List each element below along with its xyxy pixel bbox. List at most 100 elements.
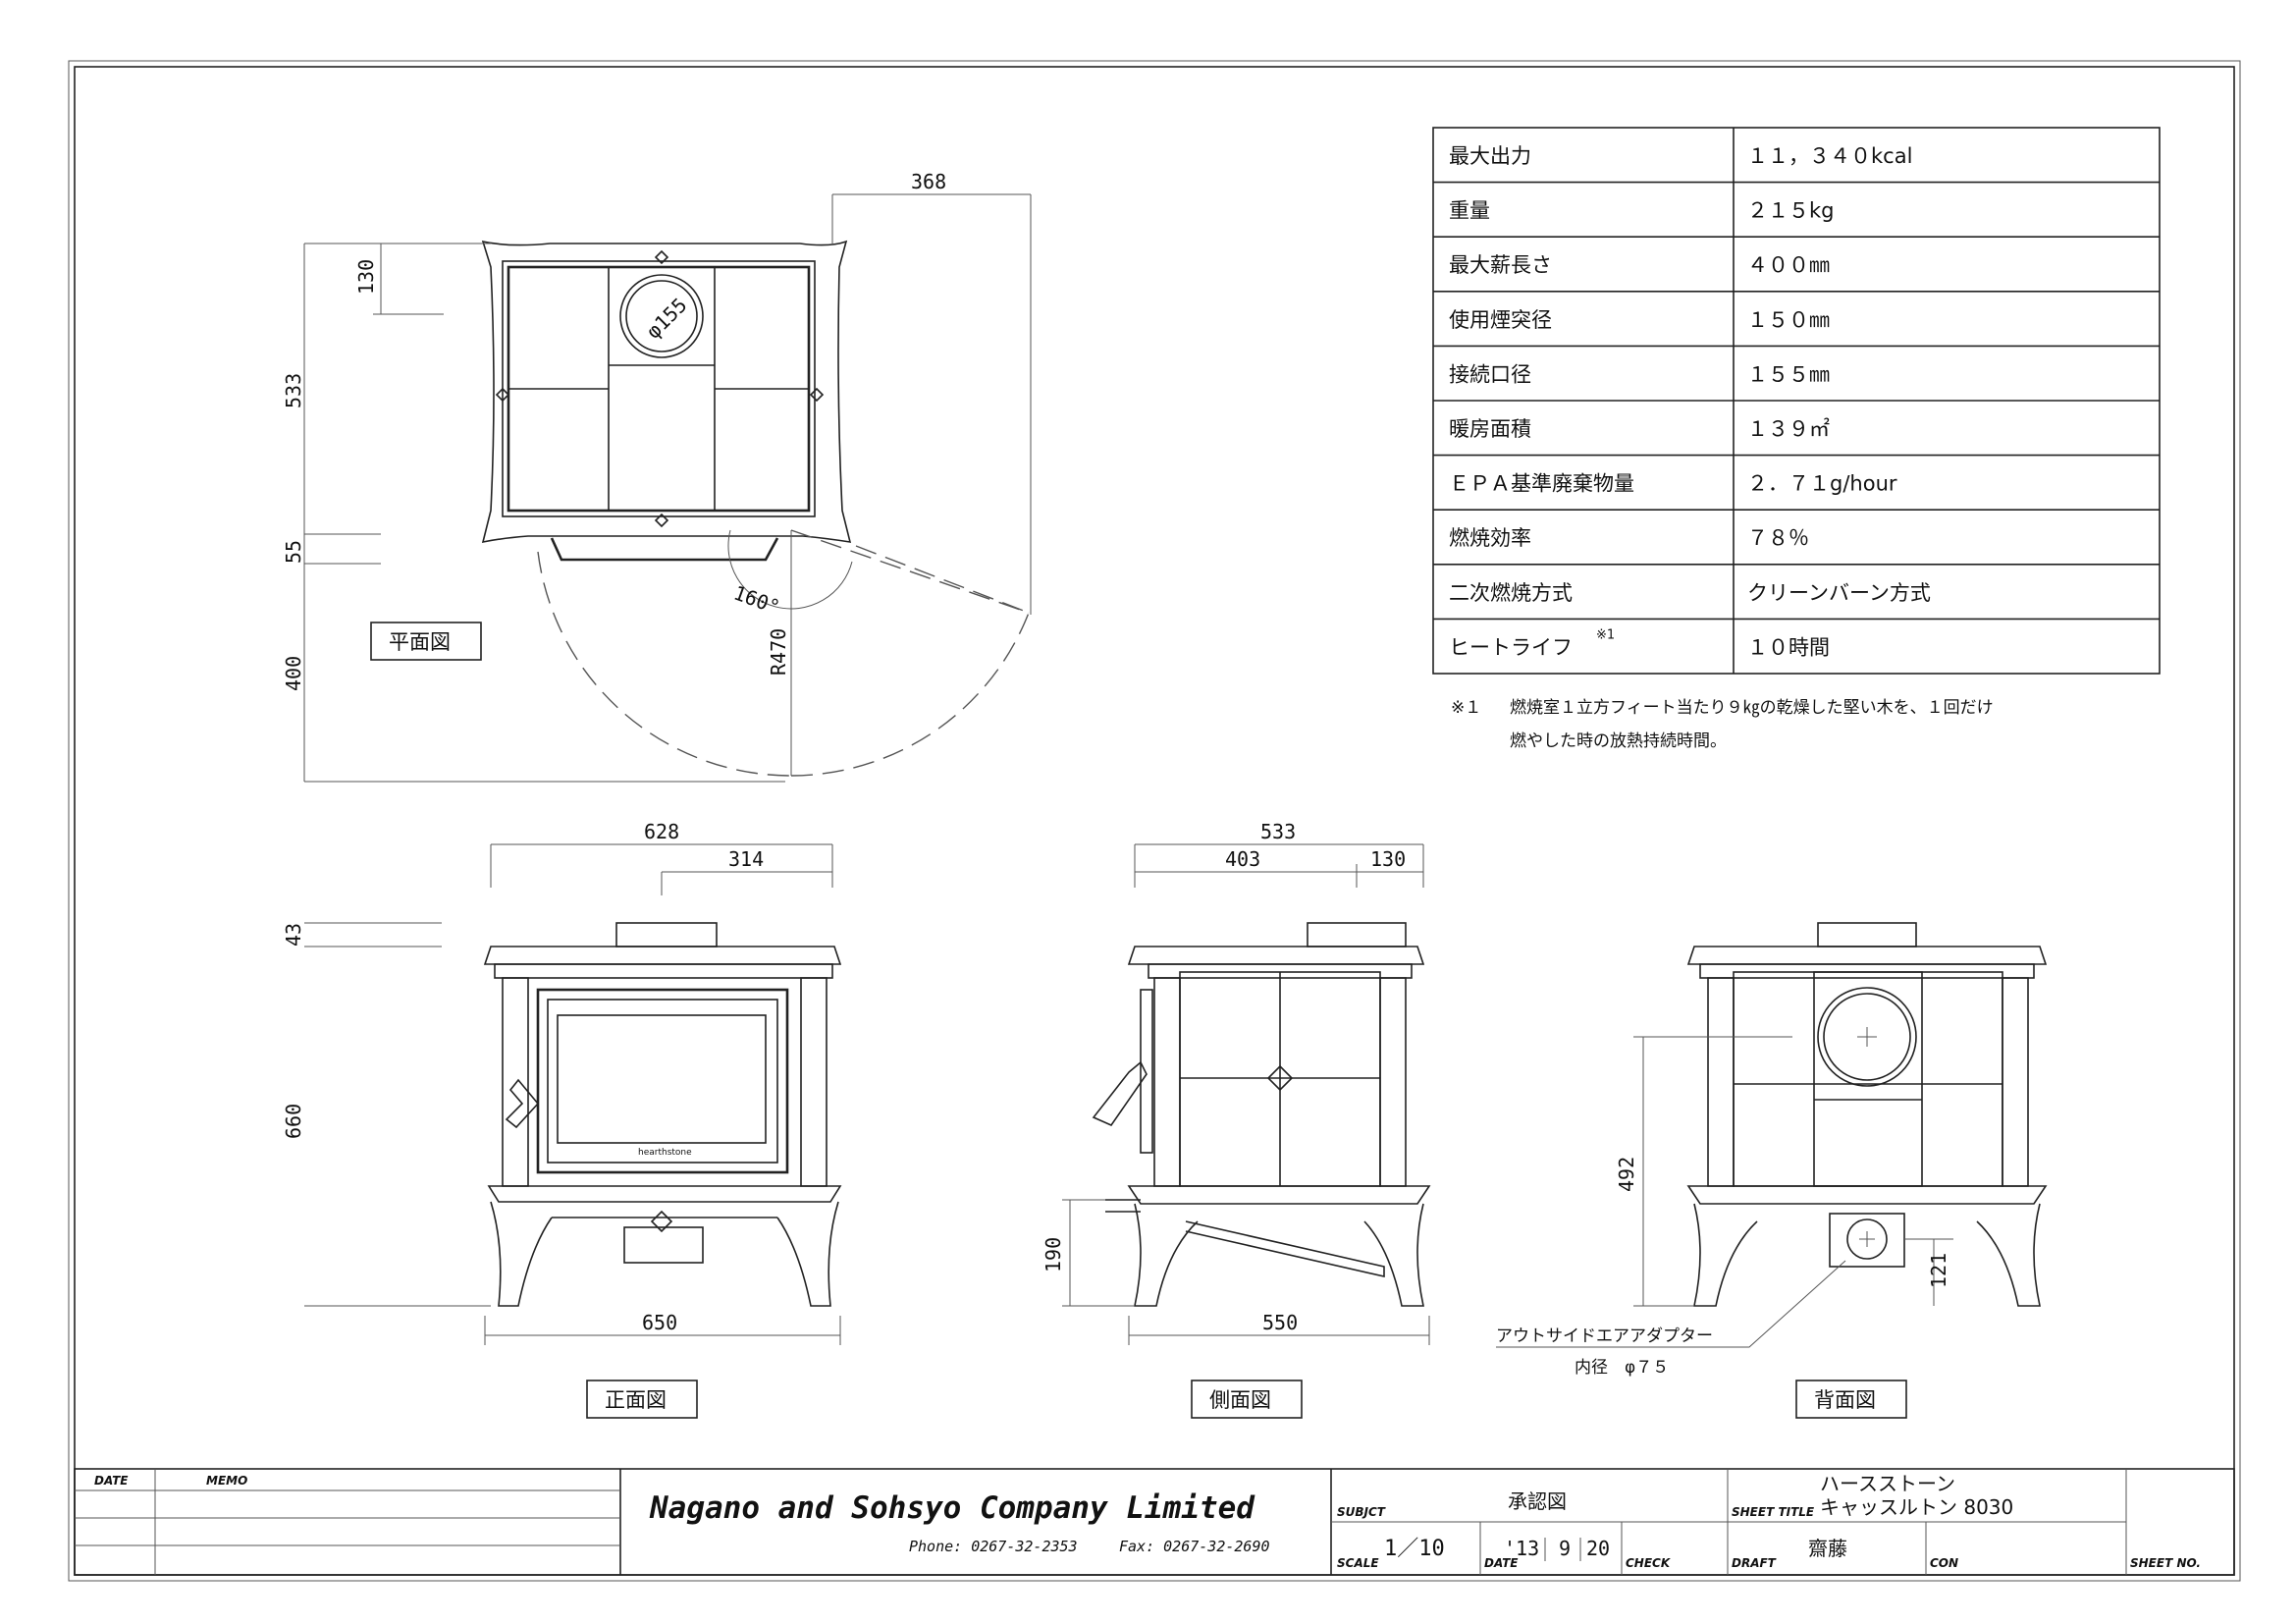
side-column-right bbox=[1379, 977, 1407, 1187]
front-column-left bbox=[502, 977, 529, 1187]
front-glass bbox=[557, 1014, 767, 1144]
side-handle bbox=[1092, 1060, 1148, 1127]
check-label: CHECK bbox=[1626, 1556, 1672, 1570]
plan-dim-533: 533 bbox=[282, 373, 305, 408]
scale-value: 1／10 bbox=[1384, 1537, 1445, 1561]
back-base-band bbox=[1686, 1185, 2048, 1205]
back-dim-121: 121 bbox=[1927, 1253, 1950, 1288]
outside-air-opening bbox=[1846, 1218, 1888, 1260]
plan-dim-368: 368 bbox=[911, 170, 946, 193]
spec-label: 二次燃焼方式 bbox=[1449, 581, 1573, 605]
back-flue-inner bbox=[1823, 993, 1911, 1081]
plan-handle bbox=[550, 537, 779, 562]
plan-angle-label: 160° bbox=[730, 581, 782, 620]
spec-value: ４００㎜ bbox=[1747, 253, 1830, 277]
diamond-ornament bbox=[654, 513, 669, 528]
front-leg-right bbox=[776, 1201, 839, 1307]
spec-value: １０時間 bbox=[1747, 635, 1830, 659]
spec-label: 最大出力 bbox=[1449, 144, 1531, 168]
front-top bbox=[483, 946, 842, 965]
outer-frame bbox=[68, 60, 2241, 1582]
subject-value: 承認図 bbox=[1508, 1489, 1567, 1513]
spec-value: ７８％ bbox=[1747, 526, 1809, 550]
back-top bbox=[1686, 946, 2048, 965]
side-dim-533: 533 bbox=[1260, 820, 1296, 843]
side-dim-130: 130 bbox=[1370, 847, 1406, 871]
plan-flue-inner-circle bbox=[625, 280, 698, 352]
back-dim-492: 492 bbox=[1615, 1157, 1638, 1192]
sheet-title-label: SHEET TITLE bbox=[1732, 1505, 1815, 1519]
plan-dim-55: 55 bbox=[282, 540, 305, 564]
diamond-ornament bbox=[650, 1210, 673, 1233]
spec-note-mark: ※1 bbox=[1596, 627, 1615, 642]
company-phone: Phone: 0267-32-2353 bbox=[909, 1538, 1078, 1555]
footnote-line-2: 燃やした時の放熱持続時間。 bbox=[1510, 731, 1727, 751]
plan-flue-diameter: φ155 bbox=[641, 294, 691, 344]
spec-label: ＥＰＡ基準廃棄物量 bbox=[1449, 472, 1634, 496]
side-view: 533 403 130 190 550 側面図 bbox=[1041, 820, 1431, 1419]
door-open-line bbox=[790, 529, 1030, 614]
back-column-left bbox=[1707, 977, 1735, 1187]
plan-view: φ155 160° R470 368 130 533 55 400 平 bbox=[282, 170, 1032, 783]
door-swing-arc bbox=[790, 612, 1030, 777]
diamond-ornament bbox=[654, 249, 669, 265]
scale-label: SCALE bbox=[1337, 1556, 1379, 1570]
front-leg-left bbox=[490, 1201, 553, 1307]
footnote-line-1: 燃焼室１立方フィート当たり９㎏の乾燥した堅い木を、１回だけ bbox=[1510, 698, 1994, 718]
front-door-inner bbox=[547, 999, 778, 1164]
side-dim-403: 403 bbox=[1225, 847, 1260, 871]
spec-label: 使用煙突径 bbox=[1449, 308, 1552, 332]
date-label: DATE bbox=[1484, 1556, 1519, 1570]
back-column-right bbox=[2002, 977, 2029, 1187]
front-top-band bbox=[494, 963, 833, 979]
diamond-ornament bbox=[1266, 1064, 1294, 1092]
spec-value: クリーンバーン方式 bbox=[1747, 581, 1931, 605]
draft-label: DRAFT bbox=[1732, 1556, 1777, 1570]
side-top bbox=[1127, 946, 1425, 965]
side-door-hinge bbox=[1140, 989, 1153, 1154]
date-day: 20 bbox=[1586, 1537, 1610, 1560]
door-handle bbox=[505, 1078, 540, 1129]
back-top-band bbox=[1699, 963, 2035, 979]
front-logo: hearthstone bbox=[638, 1148, 692, 1158]
spec-value: ２１５kg bbox=[1747, 199, 1835, 223]
front-column-right bbox=[800, 977, 828, 1187]
side-dim-190: 190 bbox=[1041, 1237, 1065, 1272]
plan-radius-label: R470 bbox=[767, 628, 790, 676]
plan-top-outline bbox=[481, 240, 852, 544]
date-year: '13 bbox=[1504, 1537, 1539, 1560]
memo-header: MEMO bbox=[206, 1474, 247, 1488]
front-dim-650: 650 bbox=[642, 1311, 677, 1334]
diamond-ornament bbox=[809, 387, 825, 403]
side-leg-right bbox=[1363, 1203, 1424, 1307]
side-collar bbox=[1307, 922, 1407, 947]
spec-value: １５０㎜ bbox=[1747, 308, 1830, 332]
back-leg-right bbox=[1976, 1203, 2041, 1307]
company-name: Nagano and Sohsyo Company Limited bbox=[649, 1490, 1255, 1526]
front-door bbox=[536, 988, 789, 1174]
front-base-band bbox=[487, 1185, 842, 1203]
side-view-label-box bbox=[1191, 1380, 1303, 1419]
sheet-no-label: SHEET NO. bbox=[2130, 1556, 2201, 1570]
back-view: 492 121 アウトサイドエアアダプター 内径 φ７５ 背面図 bbox=[1496, 922, 2048, 1419]
back-leg-left bbox=[1693, 1203, 1758, 1307]
side-base-band bbox=[1127, 1185, 1431, 1205]
side-air-duct bbox=[1185, 1220, 1385, 1278]
date-month: 9 bbox=[1559, 1537, 1571, 1560]
side-dim-550: 550 bbox=[1262, 1311, 1298, 1334]
spec-value: １１，３４０kcal bbox=[1747, 144, 1912, 168]
spec-label: 暖房面積 bbox=[1449, 417, 1531, 441]
ash-pan bbox=[623, 1226, 704, 1264]
front-collar bbox=[615, 922, 718, 947]
front-dim-660: 660 bbox=[282, 1104, 305, 1139]
spec-label: 重量 bbox=[1449, 199, 1490, 223]
spec-value: ２．７１g/hour bbox=[1747, 472, 1897, 496]
footnote-mark: ※１ bbox=[1451, 698, 1481, 718]
front-dim-43: 43 bbox=[282, 923, 305, 947]
inner-frame bbox=[74, 66, 2235, 1576]
con-label: CON bbox=[1930, 1556, 1958, 1570]
door-open-line bbox=[855, 545, 1030, 614]
adapter-label: アウトサイドエアアダプター bbox=[1496, 1326, 1713, 1346]
